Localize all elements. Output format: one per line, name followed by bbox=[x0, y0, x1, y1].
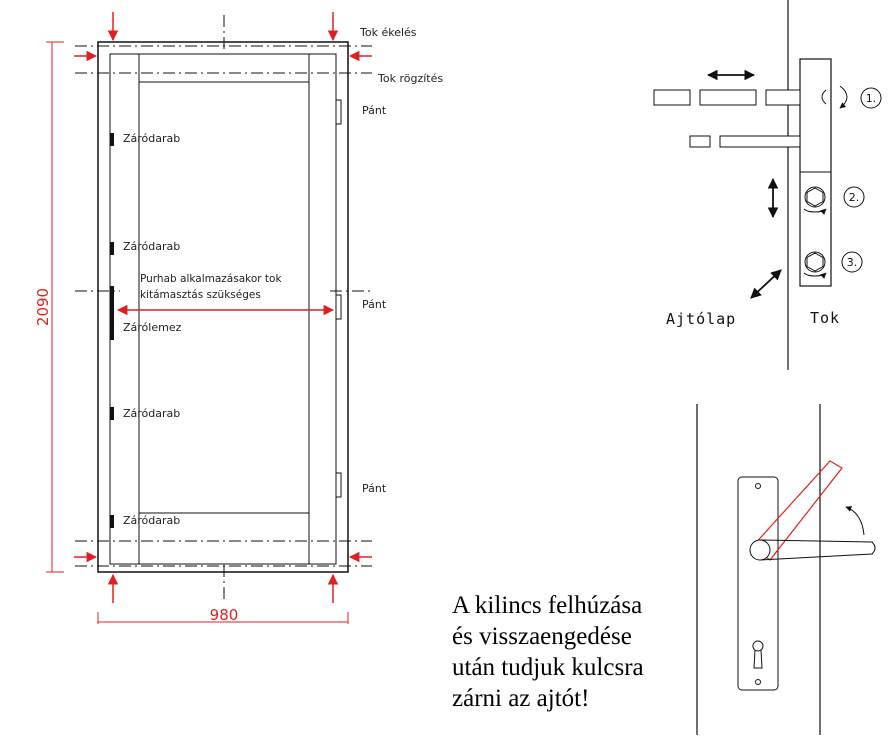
note-line-3: után tudjuk kulcsra bbox=[452, 654, 644, 681]
label-pant-top: Pánt bbox=[362, 104, 387, 117]
note-line-4: zárni az ajtót! bbox=[452, 685, 589, 712]
keyhole bbox=[752, 640, 764, 669]
adjustment-arrows bbox=[706, 69, 782, 299]
hinge-adjustment-detail: 1. 2. 3. Ajtólap Tok bbox=[653, 0, 882, 370]
hinge-pins bbox=[653, 89, 801, 148]
screw-2 bbox=[803, 186, 827, 215]
note-line-1: A kilincs felhúzása bbox=[452, 592, 642, 619]
label-pant-bottom: Pánt bbox=[362, 482, 387, 495]
door-leaf bbox=[109, 53, 337, 565]
step-1-label: 1. bbox=[866, 92, 877, 105]
height-dimension: 2090 bbox=[34, 288, 52, 326]
label-zarodarab-3: Záródarab bbox=[123, 407, 180, 420]
note-line-2: és visszaengedése bbox=[452, 623, 632, 650]
step-2-label: 2. bbox=[849, 191, 860, 204]
rotate-arrow-1 bbox=[839, 85, 848, 109]
wedge-arrows bbox=[74, 12, 372, 603]
dimension-lines bbox=[46, 41, 349, 624]
step-3-label: 3. bbox=[847, 256, 858, 269]
step-marker-2 bbox=[843, 186, 865, 208]
step-marker-3 bbox=[841, 251, 863, 273]
handle-lever bbox=[759, 539, 876, 561]
label-tok-ekeles: Tok ékelés bbox=[359, 26, 417, 39]
label-ajtolap: Ajtólap bbox=[666, 310, 736, 328]
lock-keepers bbox=[110, 133, 114, 528]
width-dimension: 980 bbox=[210, 606, 239, 624]
reference-lines bbox=[75, 15, 372, 600]
label-purhab-2: kitámasztás szükséges bbox=[140, 289, 261, 301]
label-purhab-1: Purhab alkalmazásakor tok bbox=[140, 273, 282, 285]
door-elevation: 2090 980 Tok ékelés Tok rögzítés Pánt Pá… bbox=[34, 12, 443, 624]
rotate-handle-arrow bbox=[845, 506, 865, 536]
label-zarodarab-4: Záródarab bbox=[123, 514, 180, 527]
label-tok-rogzites: Tok rögzítés bbox=[377, 72, 443, 85]
handle-backplate bbox=[737, 476, 779, 691]
label-pant-middle: Pánt bbox=[362, 298, 387, 311]
door-frame-outer bbox=[97, 41, 349, 573]
hinges bbox=[335, 99, 342, 498]
label-tok: Tok bbox=[810, 309, 840, 327]
screw-3 bbox=[803, 251, 827, 279]
handle-instruction-note: A kilincs felhúzása és visszaengedése ut… bbox=[452, 592, 644, 712]
label-zarodarab-2: Záródarab bbox=[123, 240, 180, 253]
handle-detail bbox=[696, 404, 876, 735]
step-marker-1 bbox=[860, 87, 882, 109]
label-zarolemez: Zárólemez bbox=[123, 321, 182, 334]
label-zarodarab-1: Záródarab bbox=[123, 132, 180, 145]
